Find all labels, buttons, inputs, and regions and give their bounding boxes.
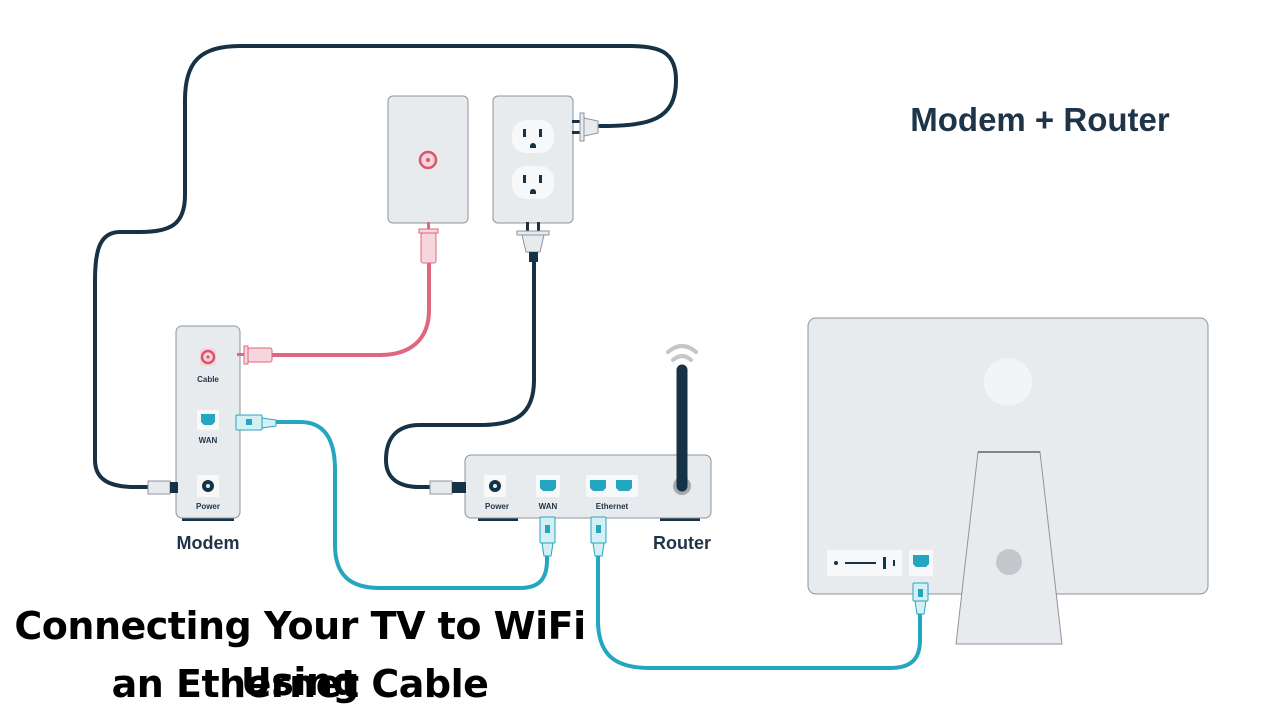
wifi-signal-icon (666, 344, 698, 362)
modem-port-label: Power (196, 502, 220, 511)
wall-coax-plate (387, 95, 469, 264)
ethernet-port-icon (540, 480, 556, 491)
router: Power WAN Ethernet Router (464, 344, 712, 553)
modem: Cable WAN Power Modem (175, 325, 241, 553)
ethernet-port-icon (201, 414, 215, 425)
ethernet-port-icon (913, 555, 929, 567)
ethernet-plug-icon (590, 516, 607, 557)
router-label: Router (653, 533, 711, 553)
router-port-label: Ethernet (596, 502, 629, 511)
ethernet-plug-icon (539, 516, 556, 557)
ethernet-plug-icon (912, 582, 929, 615)
router-port-label: WAN (539, 502, 558, 511)
power-plug-icon (429, 480, 466, 495)
modem-port-label: Cable (197, 375, 219, 384)
coax-cable (268, 260, 431, 357)
caption-line-1: Connecting Your TV to WiFi Using (14, 604, 586, 704)
ethernet-port-icon (616, 480, 632, 491)
tv (807, 317, 1209, 645)
tv-mount-circle (984, 358, 1032, 406)
modem-label: Modem (177, 533, 240, 553)
modem-port-label: WAN (199, 436, 218, 445)
ethernet-cable-modem-router (273, 420, 549, 590)
ethernet-cable-router-tv (596, 543, 922, 670)
coax-plug-icon (237, 345, 273, 365)
modem-wan-port: WAN (197, 410, 219, 445)
coax-plug-icon (418, 222, 439, 264)
caption-line-2: an Ethernet Cable (111, 662, 489, 706)
diagram-heading: Modem + Router (910, 101, 1170, 138)
modem-power-port: Power (196, 475, 220, 511)
power-plug-icon (147, 480, 178, 495)
ethernet-port-icon (590, 480, 606, 491)
wall-power-outlet (492, 95, 599, 262)
coax-port-icon (200, 349, 216, 365)
power-plug-bottom-icon (516, 222, 550, 262)
outlet-receptacle-bottom (512, 166, 554, 199)
power-cable-router (383, 260, 536, 489)
ethernet-plug-icon (235, 414, 277, 431)
outlet-receptacle-top (512, 120, 554, 153)
modem-cable-port: Cable (197, 348, 219, 384)
power-plug-side-icon (572, 112, 599, 142)
power-cable-modem (93, 44, 679, 489)
router-port-label: Power (485, 502, 509, 511)
